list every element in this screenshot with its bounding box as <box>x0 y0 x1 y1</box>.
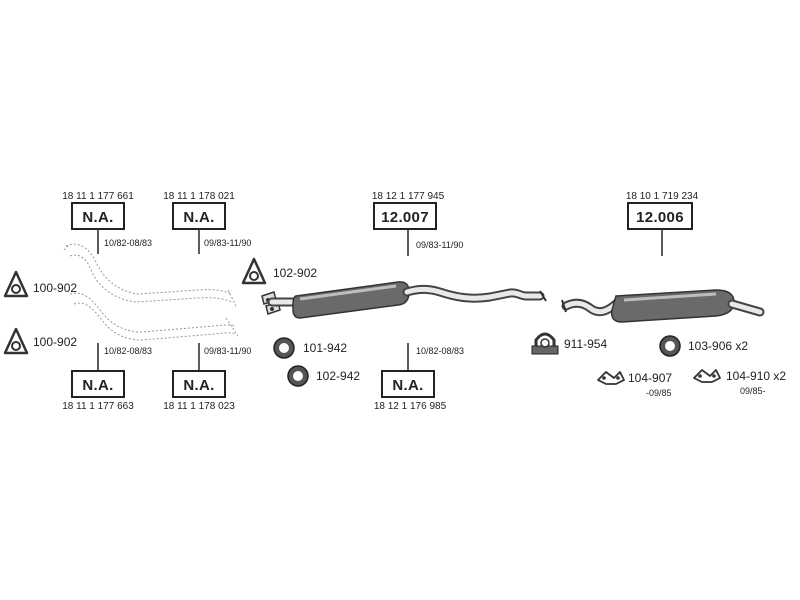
oem-number: 18 12 1 177 945 <box>372 191 445 202</box>
part-callout-manifold-bot-1[interactable]: 10/82-08/83 N.A. 18 11 1 177 663 <box>62 343 152 412</box>
ring-label: 101-942 <box>303 341 347 355</box>
part-callout-manifold-top-2[interactable]: 18 11 1 178 021 N.A. 09/83-11/90 <box>163 191 251 254</box>
gasket-item-b[interactable]: 100-902 <box>3 327 77 355</box>
part-code: 12.007 <box>381 209 429 226</box>
oem-number: 18 11 1 178 021 <box>163 191 235 202</box>
hanger-label: 104-907 <box>628 371 672 385</box>
part-code-box <box>381 370 435 398</box>
part-code: N.A. <box>82 377 113 394</box>
gasket-label: 100-902 <box>33 281 77 295</box>
part-code: N.A. <box>183 209 214 226</box>
part-callout-manifold-bot-2[interactable]: 09/83-11/90 N.A. 18 11 1 178 023 <box>163 343 251 412</box>
oem-number: 18 11 1 178 023 <box>163 401 235 412</box>
triangle-gasket-icon <box>3 270 29 298</box>
gasket-label: 100-902 <box>33 335 77 349</box>
clamp-label: 911-954 <box>564 337 607 351</box>
gasket-item-c[interactable]: 102-902 <box>241 257 317 285</box>
pipe-clamp-icon <box>531 332 559 355</box>
date-range: 09/83-11/90 <box>204 346 251 356</box>
part-code-box <box>627 202 693 230</box>
part-code-box <box>71 370 125 398</box>
hanger-item-a[interactable]: 104-907 -09/85 <box>597 371 672 398</box>
part-code-box <box>373 202 437 230</box>
date-range: 10/82-08/83 <box>104 238 152 248</box>
hanger-item-b[interactable]: 104-910 x2 09/85- <box>693 369 786 396</box>
manifold-pipe-lower <box>69 292 239 341</box>
date-range: 10/82-08/83 <box>416 346 464 356</box>
date-range: -09/85 <box>646 388 672 398</box>
ring-item-b[interactable]: 102-942 <box>287 365 360 387</box>
part-code: N.A. <box>392 377 423 394</box>
part-callout-middle-top[interactable]: 18 12 1 177 945 12.007 09/83-11/90 <box>372 191 464 256</box>
part-callout-manifold-top-1[interactable]: 18 11 1 177 661 N.A. 10/82-08/83 <box>62 191 152 254</box>
oem-number: 18 11 1 177 661 <box>62 191 134 202</box>
oem-number: 18 11 1 177 663 <box>62 401 134 412</box>
date-range: 10/82-08/83 <box>104 346 152 356</box>
rear-silencer[interactable] <box>561 289 765 323</box>
middle-silencer[interactable] <box>261 281 547 319</box>
oem-number: 18 12 1 176 985 <box>374 401 447 412</box>
date-range: 09/83-11/90 <box>416 240 463 250</box>
sealing-ring-icon <box>287 365 309 387</box>
part-code: 12.006 <box>636 209 684 226</box>
date-range: 09/83-11/90 <box>204 238 251 248</box>
rubber-hanger-icon <box>597 371 625 385</box>
ring-item-a[interactable]: 101-942 <box>273 337 347 359</box>
part-callout-rear[interactable]: 18 10 1 719 234 12.006 <box>626 191 699 256</box>
ring-item-c[interactable]: 103-906 x2 <box>659 335 748 357</box>
rubber-hanger-icon <box>693 369 721 383</box>
part-code-box <box>172 370 226 398</box>
sealing-ring-icon <box>659 335 681 357</box>
ring-label: 102-942 <box>316 369 360 383</box>
part-code: N.A. <box>183 377 214 394</box>
part-callout-middle-bot[interactable]: 10/82-08/83 N.A. 18 12 1 176 985 <box>374 343 464 412</box>
part-code-box <box>172 202 226 230</box>
triangle-gasket-icon <box>3 327 29 355</box>
gasket-item-a[interactable]: 100-902 <box>3 270 77 298</box>
hanger-label: 104-910 x2 <box>726 369 786 383</box>
date-range: 09/85- <box>740 386 766 396</box>
part-code: N.A. <box>82 209 113 226</box>
triangle-gasket-icon <box>241 257 267 285</box>
clamp-item[interactable]: 911-954 <box>531 332 607 355</box>
sealing-ring-icon <box>273 337 295 359</box>
manifold-pipe-upper <box>63 243 237 307</box>
ring-label: 103-906 x2 <box>688 339 748 353</box>
gasket-label: 102-902 <box>273 266 317 280</box>
oem-number: 18 10 1 719 234 <box>626 191 699 202</box>
